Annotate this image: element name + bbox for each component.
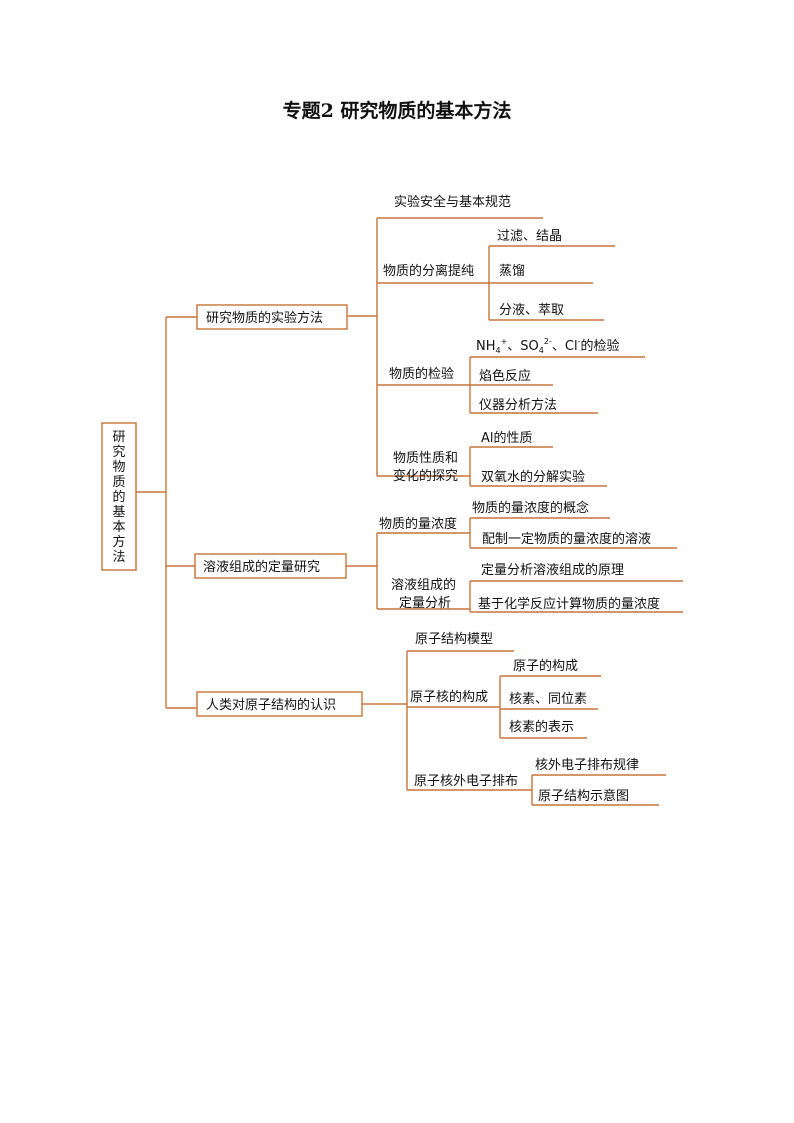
node-distillation: 蒸馏 [499,264,525,279]
node-quantitative-analysis-line2: 定量分析 [399,596,451,611]
root-char: 物 [112,460,125,475]
root-char: 究 [112,445,125,460]
root-char: 研 [112,430,125,445]
node-detection: 物质的检验 [389,366,454,382]
ion-nh4-sub: 4 [496,346,501,355]
branch-quantitative-solution: 溶液组成的定量研究 [203,559,320,575]
node-molar-concentration: 物质的量浓度 [379,516,457,532]
detection-connectors [469,356,645,414]
ion-so4-sup: 2- [544,337,552,346]
root-connectors [136,316,197,709]
ion-test-tail: 的检验 [580,338,619,354]
root-char: 质 [112,475,125,490]
branch-experimental-methods-box [196,304,348,330]
node-electron-configuration: 原子核外电子排布 [414,774,518,789]
node-analysis-principle: 定量分析溶液组成的原理 [481,562,624,578]
node-extraction: 分液、萃取 [499,303,564,318]
ion-nh4: NH [476,339,496,354]
root-char: 基 [112,505,125,520]
branch-quantitative-solution-box [194,553,347,579]
node-quantitative-analysis-line1: 溶液组成的 [391,577,456,593]
node-nuclide-isotope: 核素、同位素 [509,692,587,707]
node-electron-rules: 核外电子排布规律 [535,758,639,773]
node-prepare-solution: 配制一定物质的量浓度的溶液 [482,531,651,547]
branch-atomic-structure-box [196,691,363,717]
ion-cl-sup: - [578,337,581,346]
nucleus-connectors [499,675,601,739]
node-atomic-model: 原子结构模型 [415,632,493,647]
electron-connectors [531,774,666,806]
ion-sep-so4: 、SO [507,339,539,354]
node-nuclide-notation: 核素的表示 [509,719,574,735]
node-properties-line2: 变化的探究 [393,468,458,484]
node-instrumental-analysis: 仪器分析方法 [479,397,557,413]
node-nucleus-composition: 原子核的构成 [410,689,488,705]
root-char: 的 [112,489,125,505]
branch2-connectors [346,532,470,610]
quant-connectors [469,580,683,613]
root-char: 法 [112,550,125,565]
node-calc-concentration: 基于化学反应计算物质的量浓度 [478,596,660,612]
node-atomic-structure-diagram: 原子结构示意图 [538,788,629,804]
branch1-connectors [347,217,543,477]
node-filtration-crystallization: 过滤、结晶 [497,229,562,244]
node-ion-test: NH4+、SO42-、Cl-的检验 [476,337,619,355]
node-properties-line1: 物质性质和 [393,451,458,466]
root-char: 方 [112,534,125,550]
branch3-connectors [362,650,532,791]
branch-atomic-structure: 人类对原子结构的认识 [206,697,336,713]
node-atom-composition: 原子的构成 [513,658,578,674]
node-concentration-concept: 物质的量浓度的概念 [472,500,589,516]
node-h2o2-decomposition: 双氧水的分解实验 [481,469,585,485]
properties-connectors [469,446,607,487]
node-lab-safety: 实验安全与基本规范 [394,194,511,210]
ion-nh4-sup: + [501,337,508,346]
separation-connectors [488,245,615,321]
ion-sep-cl: 、Cl [552,339,578,354]
root-node-label: 研 究 物 质 的 基 本 方 法 [112,430,125,565]
page-title: 专题2 研究物质的基本方法 [282,100,512,122]
root-node-box [101,422,137,571]
ion-so4-sub: 4 [539,346,544,355]
concentration-connectors [469,517,677,549]
root-char: 本 [112,520,125,535]
branch-experimental-methods: 研究物质的实验方法 [206,310,323,326]
node-flame-test: 焰色反应 [479,368,531,384]
node-separation: 物质的分离提纯 [383,263,474,279]
node-aluminum-properties: Al的性质 [481,430,533,446]
